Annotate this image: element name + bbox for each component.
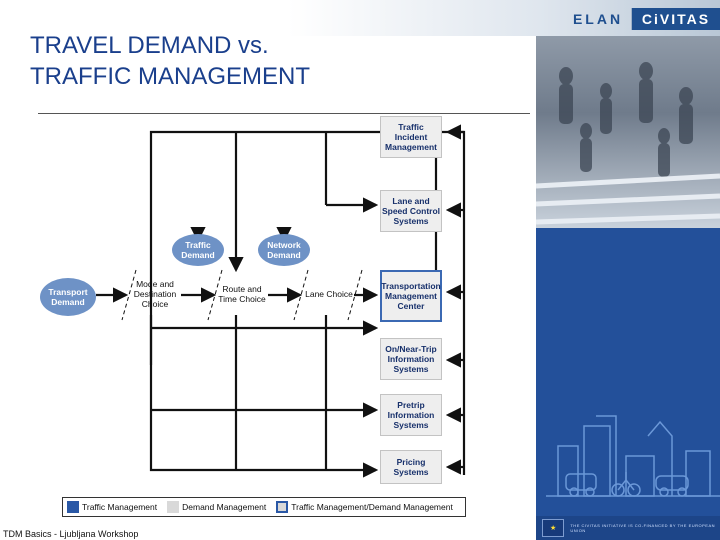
route-time-choice: Route and Time Choice xyxy=(218,284,266,304)
legend-swatch-both xyxy=(276,501,289,513)
legend-item-demand-management: Demand Management xyxy=(167,501,266,513)
legend-swatch-dm xyxy=(167,501,180,513)
lane-choice: Lane Choice xyxy=(305,289,353,299)
network-demand-node: Network Demand xyxy=(258,234,310,266)
pedestrians-illustration xyxy=(536,62,720,225)
civitas-logo: CiVITAS xyxy=(632,8,720,30)
title-line-1: TRAVEL DEMAND vs. xyxy=(30,32,269,59)
title-line-2: TRAFFIC MANAGEMENT xyxy=(30,63,310,90)
diagram-connectors xyxy=(96,124,466,478)
eu-flag-icon: ★ xyxy=(542,519,565,537)
pedestrian-photo xyxy=(536,36,720,228)
diagram-legend: Traffic Management Demand Management Tra… xyxy=(62,497,466,517)
transportation-management-center-box: Transportation Management Center xyxy=(380,270,442,322)
eu-footer-bar: ★ THE CIVITAS INITIATIVE IS CO-FINANCED … xyxy=(536,516,720,540)
mode-destination-choice: Mode and Destination Choice xyxy=(133,279,177,309)
top-bar xyxy=(0,0,720,36)
transport-demand-node: Transport Demand xyxy=(40,278,96,316)
legend-swatch-tm xyxy=(67,501,79,513)
elan-logo: ELAN xyxy=(565,8,632,30)
tdm-diagram: Traffic Incident Management Lane and Spe… xyxy=(36,110,536,522)
pricing-systems-box: Pricing Systems xyxy=(380,450,442,484)
eu-funding-text: THE CIVITAS INITIATIVE IS CO-FINANCED BY… xyxy=(570,523,716,533)
slide-title: TRAVEL DEMAND vs. TRAFFIC MANAGEMENT xyxy=(30,30,410,92)
title-rule xyxy=(38,113,530,114)
legend-item-traffic-management: Traffic Management xyxy=(67,501,157,513)
legend-item-tm-dm: Traffic Management/Demand Management xyxy=(276,501,453,513)
footer-text: TDM Basics - Ljubljana Workshop xyxy=(3,529,139,539)
on-near-trip-info-box: On/Near-Trip Information Systems xyxy=(380,338,442,380)
traffic-demand-node: Traffic Demand xyxy=(172,234,224,266)
city-illustration xyxy=(546,415,720,497)
right-decor-panel: ★ THE CIVITAS INITIATIVE IS CO-FINANCED … xyxy=(536,36,720,540)
traffic-incident-management-box: Traffic Incident Management xyxy=(380,116,442,158)
lane-speed-control-box: Lane and Speed Control Systems xyxy=(380,190,442,232)
pretrip-info-box: Pretrip Information Systems xyxy=(380,394,442,436)
